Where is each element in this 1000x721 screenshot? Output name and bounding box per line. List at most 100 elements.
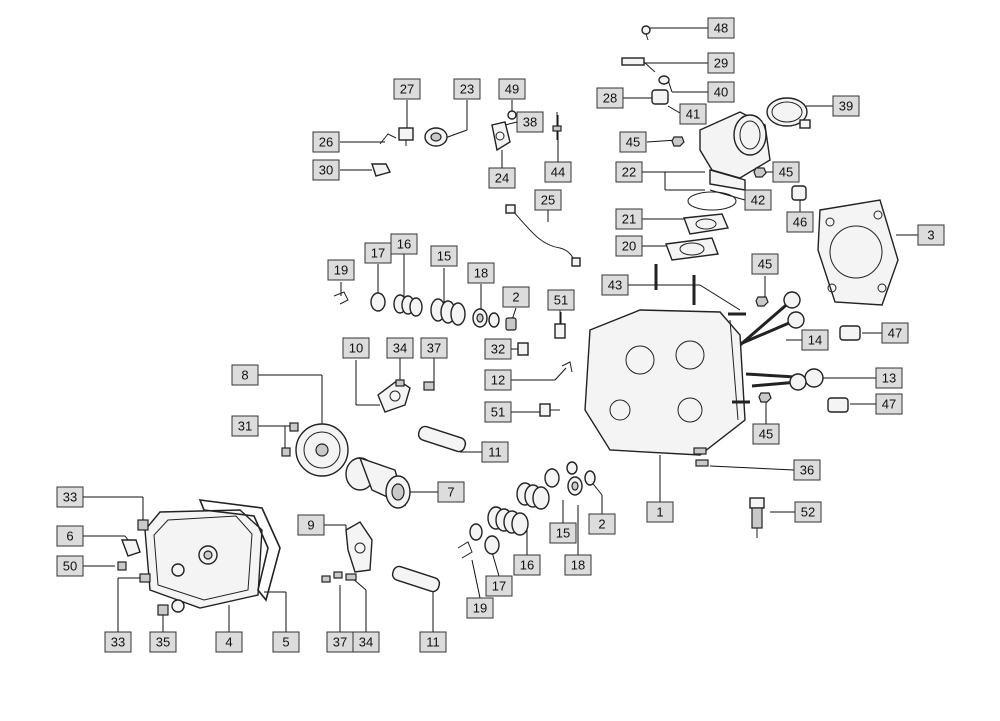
callout-29[interactable]: 29 (707, 52, 735, 74)
svg-text:31: 31 (238, 419, 252, 434)
callout-45-d[interactable]: 45 (752, 423, 780, 445)
callout-52[interactable]: 52 (794, 501, 822, 523)
svg-text:2: 2 (512, 290, 519, 305)
callout-25[interactable]: 25 (534, 189, 562, 211)
callout-38[interactable]: 38 (516, 111, 544, 133)
svg-text:37: 37 (333, 635, 347, 650)
svg-text:13: 13 (882, 371, 896, 386)
callout-44[interactable]: 44 (544, 161, 572, 183)
callout-46[interactable]: 46 (786, 211, 814, 233)
callout-45-b[interactable]: 45 (772, 161, 800, 183)
callout-45-a[interactable]: 45 (619, 131, 647, 153)
svg-text:19: 19 (334, 263, 348, 278)
svg-text:44: 44 (551, 165, 565, 180)
callout-30[interactable]: 30 (312, 159, 340, 181)
svg-text:18: 18 (474, 266, 488, 281)
callout-33-a[interactable]: 33 (56, 486, 84, 508)
svg-text:24: 24 (495, 171, 509, 186)
callout-18-a[interactable]: 18 (467, 262, 495, 284)
callout-37-a[interactable]: 37 (420, 337, 448, 359)
callout-47-a[interactable]: 47 (881, 322, 909, 344)
svg-text:43: 43 (608, 278, 622, 293)
svg-text:20: 20 (622, 239, 636, 254)
callout-41[interactable]: 41 (679, 103, 707, 125)
svg-text:22: 22 (622, 165, 636, 180)
callout-27[interactable]: 27 (393, 78, 421, 100)
svg-text:36: 36 (800, 463, 814, 478)
svg-text:11: 11 (426, 635, 440, 650)
callout-2-a[interactable]: 2 (502, 286, 530, 308)
svg-text:41: 41 (686, 107, 700, 122)
callout-6[interactable]: 6 (56, 525, 84, 547)
callout-22[interactable]: 22 (615, 161, 643, 183)
callout-20[interactable]: 20 (615, 235, 643, 257)
callout-18-b[interactable]: 18 (564, 554, 592, 576)
callout-35[interactable]: 35 (149, 631, 177, 653)
callout-34-b[interactable]: 34 (352, 631, 380, 653)
callout-39[interactable]: 39 (832, 95, 860, 117)
callout-51-a[interactable]: 51 (547, 289, 575, 311)
callout-19-a[interactable]: 19 (327, 259, 355, 281)
callout-37-b[interactable]: 37 (326, 631, 354, 653)
callout-32[interactable]: 32 (484, 338, 512, 360)
callout-36[interactable]: 36 (793, 459, 821, 481)
callout-11-b[interactable]: 11 (419, 631, 447, 653)
callout-labels: 48 29 40 28 41 39 27 23 49 38 26 45 45 3… (56, 17, 945, 653)
callout-34-a[interactable]: 34 (386, 337, 414, 359)
callout-24[interactable]: 24 (488, 167, 516, 189)
callout-4[interactable]: 4 (215, 631, 243, 653)
callout-33-b[interactable]: 33 (104, 631, 132, 653)
callout-16-b[interactable]: 16 (513, 554, 541, 576)
svg-text:51: 51 (491, 405, 505, 420)
callout-50[interactable]: 50 (56, 555, 84, 577)
svg-text:23: 23 (460, 82, 474, 97)
callout-15-a[interactable]: 15 (430, 245, 458, 267)
svg-text:51: 51 (554, 293, 568, 308)
callout-21[interactable]: 21 (615, 208, 643, 230)
svg-text:50: 50 (63, 559, 77, 574)
callout-5[interactable]: 5 (272, 631, 300, 653)
callout-31[interactable]: 31 (231, 415, 259, 437)
svg-text:34: 34 (393, 341, 407, 356)
svg-text:45: 45 (779, 165, 793, 180)
callout-45-c[interactable]: 45 (751, 253, 779, 275)
callout-14[interactable]: 14 (801, 329, 829, 351)
callout-47-b[interactable]: 47 (875, 393, 903, 415)
svg-text:48: 48 (714, 21, 728, 36)
callout-19-b[interactable]: 19 (466, 597, 494, 619)
callout-16-a[interactable]: 16 (390, 233, 418, 255)
callout-7[interactable]: 7 (437, 481, 465, 503)
svg-text:11: 11 (488, 445, 502, 460)
callout-26[interactable]: 26 (312, 131, 340, 153)
callout-51-b[interactable]: 51 (484, 401, 512, 423)
callout-49[interactable]: 49 (498, 78, 526, 100)
callout-23[interactable]: 23 (453, 78, 481, 100)
svg-text:34: 34 (359, 635, 373, 650)
callout-8[interactable]: 8 (231, 364, 259, 386)
callout-9[interactable]: 9 (297, 514, 325, 536)
callout-17-b[interactable]: 17 (485, 575, 513, 597)
svg-text:52: 52 (801, 505, 815, 520)
callout-43[interactable]: 43 (601, 274, 629, 296)
svg-text:49: 49 (505, 82, 519, 97)
callout-3[interactable]: 3 (917, 224, 945, 246)
callout-11-a[interactable]: 11 (481, 441, 509, 463)
svg-text:37: 37 (427, 341, 441, 356)
callout-48[interactable]: 48 (707, 17, 735, 39)
svg-text:17: 17 (371, 246, 385, 261)
callout-13[interactable]: 13 (875, 367, 903, 389)
svg-text:3: 3 (927, 228, 934, 243)
callout-40[interactable]: 40 (707, 81, 735, 103)
callout-42[interactable]: 42 (744, 189, 772, 211)
svg-text:45: 45 (759, 427, 773, 442)
callout-17-a[interactable]: 17 (364, 242, 392, 264)
svg-text:15: 15 (556, 526, 570, 541)
callout-2-b[interactable]: 2 (588, 513, 616, 535)
svg-text:10: 10 (349, 341, 363, 356)
callout-12[interactable]: 12 (484, 369, 512, 391)
callout-15-b[interactable]: 15 (549, 522, 577, 544)
callout-10[interactable]: 10 (342, 337, 370, 359)
callout-28[interactable]: 28 (596, 87, 624, 109)
callout-1[interactable]: 1 (646, 501, 674, 523)
